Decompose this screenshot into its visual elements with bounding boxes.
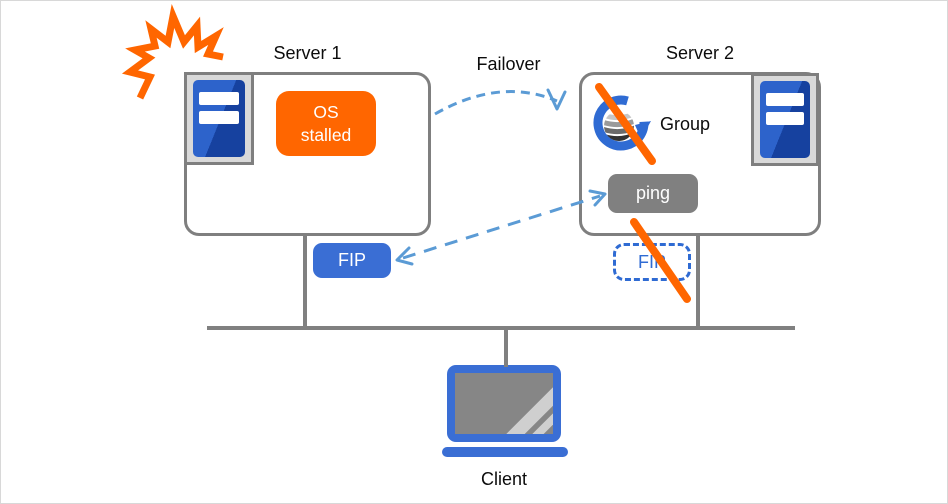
server-tower-icon	[760, 81, 810, 158]
network-lines	[207, 236, 795, 367]
server2-computer-icon	[751, 73, 819, 166]
client-label: Client	[480, 469, 528, 489]
group-label: Group	[660, 114, 711, 134]
server1-fip-badge: FIP	[313, 243, 391, 278]
ping-badge: ping	[608, 174, 698, 213]
os-stalled-label: OS stalled	[300, 101, 352, 145]
laptop-base	[442, 447, 568, 457]
server2-title: Server 2	[665, 43, 735, 63]
failover-label: Failover	[476, 54, 541, 74]
laptop-screen	[455, 373, 553, 434]
failover-arrow	[434, 88, 567, 116]
client-laptop-icon	[447, 365, 561, 442]
server1-title: Server 1	[273, 43, 342, 63]
server-tower-icon	[193, 80, 245, 157]
server1-computer-icon	[184, 72, 254, 165]
os-stalled-badge: OS stalled	[276, 91, 376, 156]
group-icon	[593, 95, 651, 151]
server2-fip-badge: FIP	[613, 243, 691, 281]
